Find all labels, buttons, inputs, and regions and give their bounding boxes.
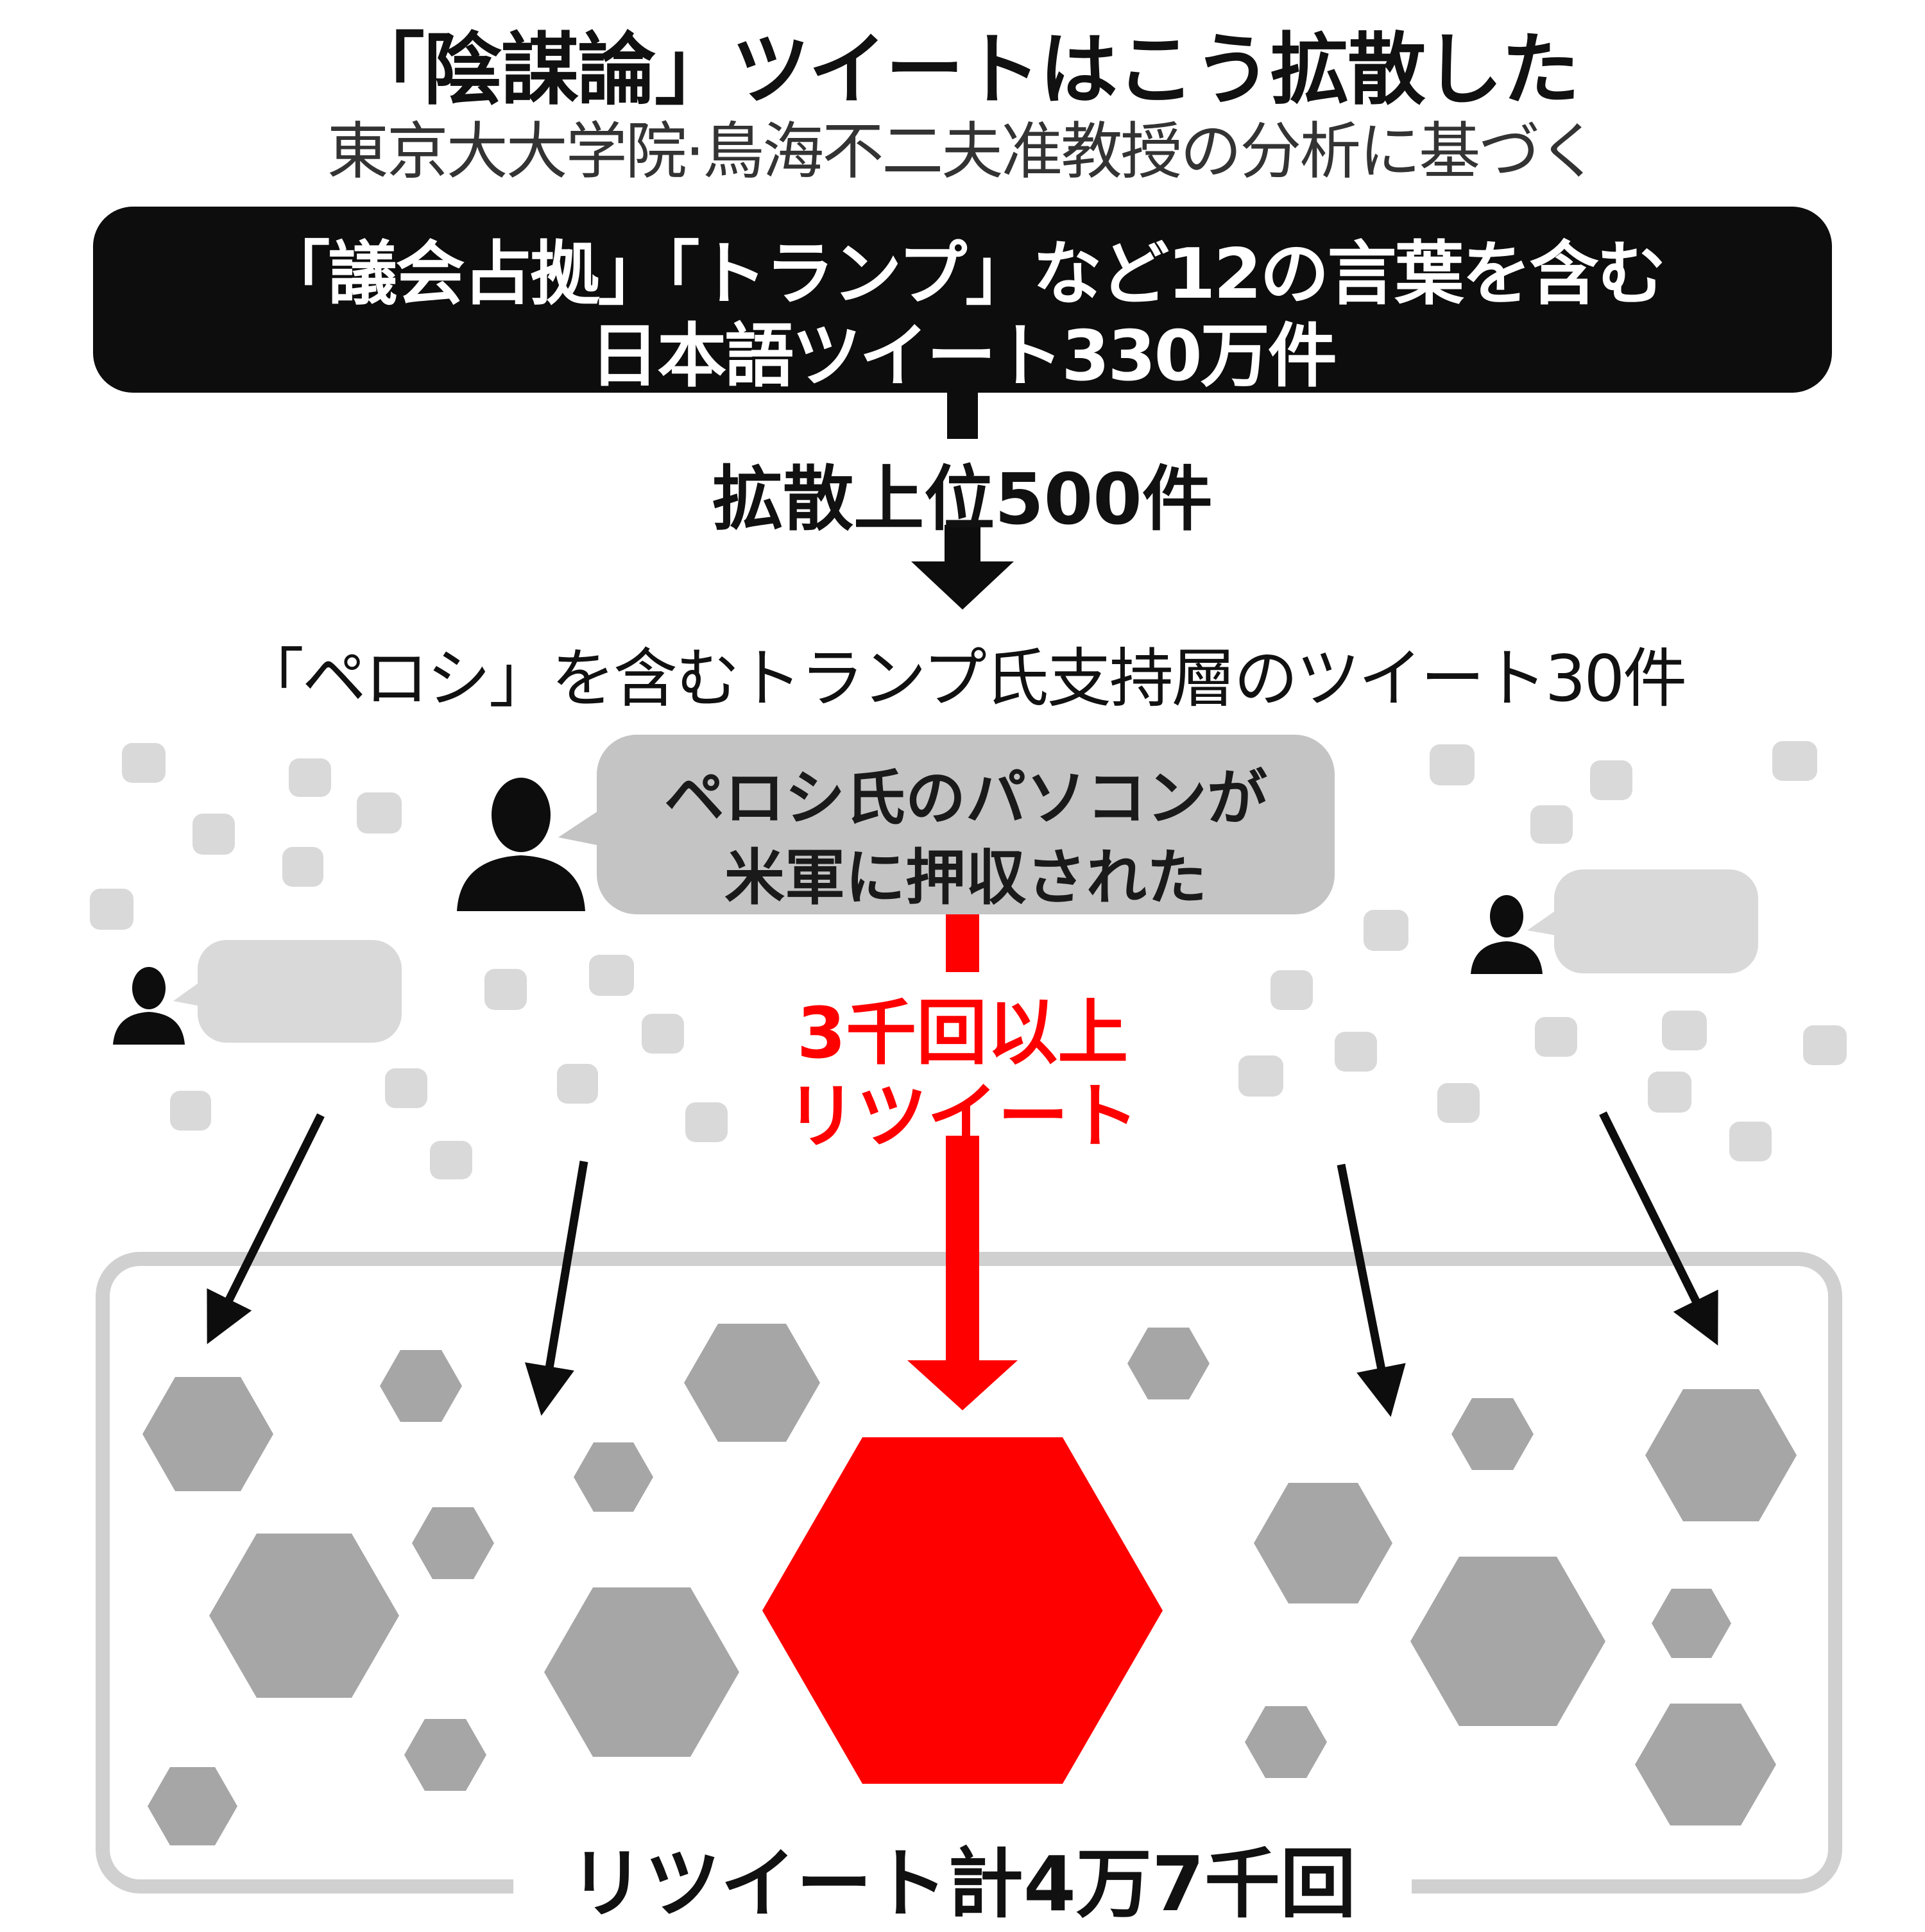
tweet-dots-left bbox=[90, 743, 728, 1179]
arrow-down-icon bbox=[911, 525, 1014, 610]
hexagon-icon bbox=[1410, 1557, 1605, 1726]
source-box-line-1: 「議会占拠」「トランプ」など12の言葉を含む bbox=[261, 234, 1666, 314]
retweet-annotation-line-2: リツイート bbox=[786, 1075, 1139, 1158]
person-icon bbox=[1471, 895, 1543, 974]
hexagon-icon bbox=[684, 1324, 820, 1442]
page-subtitle: 東京大大学院·鳥海不二夫准教授の分析に基づく bbox=[327, 115, 1600, 187]
person-icon bbox=[457, 778, 585, 911]
hexagon-icon bbox=[574, 1442, 653, 1512]
total-retweets-label: リツイート計4万7千回 bbox=[513, 1822, 1412, 1932]
hexagon-icon bbox=[142, 1377, 273, 1491]
hexagon-icon bbox=[412, 1507, 494, 1579]
arrow-down-icon bbox=[1337, 1163, 1406, 1417]
hexagon-icon bbox=[380, 1350, 462, 1422]
hexagon-icon bbox=[1245, 1706, 1327, 1778]
hexagon-icon bbox=[1451, 1398, 1534, 1470]
hexagon-icon bbox=[209, 1534, 399, 1698]
featured-tweet-line-1: ペロシ氏のパソコンが bbox=[663, 764, 1267, 833]
hexagon-icon bbox=[404, 1719, 486, 1791]
arrow-down-icon bbox=[207, 1113, 325, 1344]
hexagon-icon bbox=[148, 1767, 237, 1845]
speech-bubble-icon bbox=[1527, 869, 1758, 973]
arrow-down-icon bbox=[1599, 1111, 1718, 1346]
arrow-down-icon bbox=[524, 1160, 588, 1416]
hexagon-icon bbox=[544, 1587, 739, 1757]
source-box bbox=[93, 207, 1832, 393]
step-top500-label: 拡散上位500件 bbox=[712, 458, 1213, 540]
retweet-annotation-line-1: 3千回以上 bbox=[796, 992, 1129, 1074]
arrows bbox=[207, 1111, 1718, 1417]
hexagon-icon bbox=[1254, 1483, 1392, 1603]
arrow-down-icon bbox=[907, 914, 1018, 1410]
tweet-dots-right bbox=[1238, 741, 1847, 1161]
hexagon-icon bbox=[1635, 1704, 1776, 1825]
page-title: 「陰謀論」ツイートはこう拡散した bbox=[346, 24, 1580, 115]
speech-bubble-icon bbox=[558, 735, 1335, 914]
flow-connector bbox=[947, 393, 978, 439]
speech-bubble-icon bbox=[173, 940, 402, 1043]
person-icon bbox=[113, 967, 185, 1045]
featured-tweet-line-2: 米軍に押収された bbox=[724, 843, 1207, 913]
hexagon-icon bbox=[1652, 1589, 1731, 1658]
hexagon-icon bbox=[762, 1437, 1163, 1784]
step-pelosi-label: 「ペロシ」を含むトランプ氏支持層のツイート30件 bbox=[239, 641, 1687, 716]
hexagon-icon bbox=[1645, 1389, 1797, 1521]
hexagon-icon bbox=[1127, 1328, 1210, 1399]
retweet-hexagons bbox=[142, 1324, 1797, 1845]
source-box-line-2: 日本語ツイート330万件 bbox=[590, 316, 1337, 397]
